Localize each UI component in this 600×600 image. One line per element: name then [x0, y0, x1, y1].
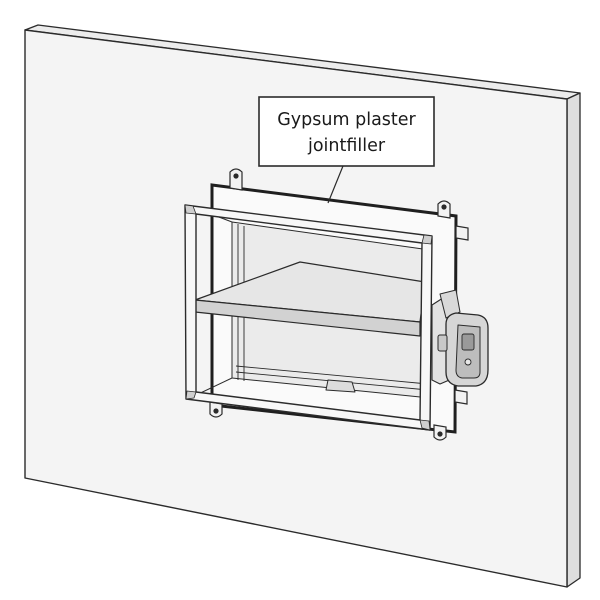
damper-latch	[325, 379, 356, 393]
actuator-side-knob	[437, 334, 448, 352]
damper	[184, 204, 433, 431]
mounting-tab-top-left	[229, 168, 243, 191]
mounting-tab-bottom-right	[433, 424, 447, 441]
actuator-top-bracket	[439, 289, 461, 319]
actuator	[431, 289, 489, 387]
callout: Gypsum plaster jointfiller	[258, 96, 435, 204]
mounting-tab-bottom-left	[209, 401, 223, 418]
mounting-tab-right-upper	[455, 225, 469, 241]
mounting-tab-top-right	[437, 200, 451, 219]
mounting-tab-right-lower	[454, 389, 468, 405]
callout-text-line2: jointfiller	[307, 136, 386, 156]
actuator-front-panel	[455, 324, 481, 379]
actuator-indicator	[464, 358, 472, 366]
actuator-display	[461, 333, 475, 351]
mounting-tabs	[209, 168, 469, 441]
callout-box	[258, 96, 435, 167]
wall-right-edge	[566, 92, 581, 588]
callout-leader	[327, 165, 344, 204]
callout-text-line1: Gypsum plaster	[277, 110, 416, 130]
